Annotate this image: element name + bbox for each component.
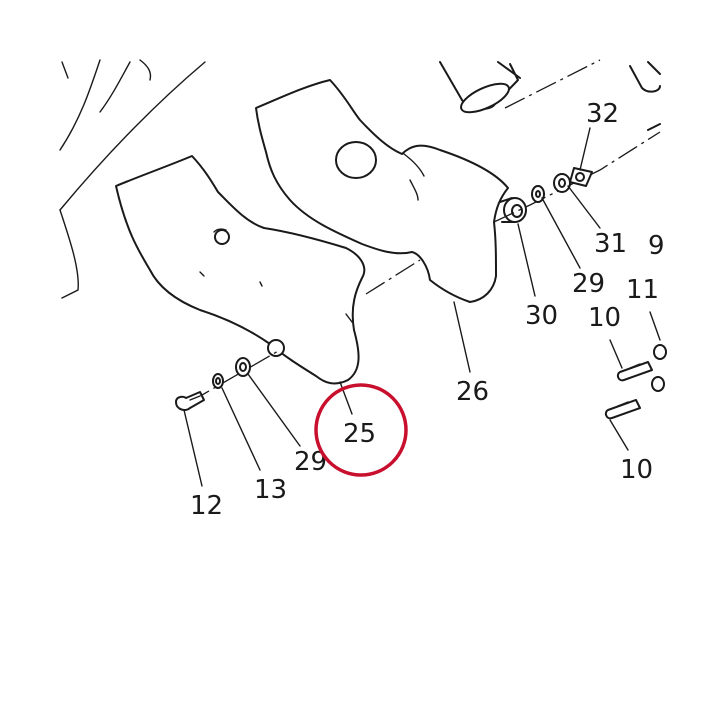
callout-26: 26 xyxy=(456,377,489,407)
bolt-10-top xyxy=(616,361,653,382)
right-bolts-10 xyxy=(604,344,667,420)
right-fastener-stack xyxy=(531,123,661,203)
callout-10-top: 10 xyxy=(588,303,621,333)
part-26-hole xyxy=(335,141,377,179)
part-25-small-hole xyxy=(214,229,230,245)
part-26-rear-cover xyxy=(255,79,527,303)
callout-12: 12 xyxy=(190,491,223,521)
left-fastener-stack xyxy=(175,357,251,411)
callout-9: 9 xyxy=(648,231,665,261)
callout-25: 25 xyxy=(343,419,376,449)
callout-11: 11 xyxy=(626,275,659,305)
frame-background-lines xyxy=(59,59,206,299)
callout-labels: 32 31 29 30 26 25 29 13 12 11 10 10 9 xyxy=(190,99,665,521)
callout-32: 32 xyxy=(586,99,619,129)
top-cylinder-part xyxy=(439,59,661,114)
callout-13: 13 xyxy=(254,475,287,505)
highlight-circle-25 xyxy=(314,383,408,477)
bolt-10-bottom xyxy=(604,399,641,420)
part-25-front-cover xyxy=(115,155,366,385)
callout-30: 30 xyxy=(525,301,558,331)
callout-29-right: 29 xyxy=(572,269,605,299)
bolt-12 xyxy=(175,391,205,411)
callout-10-bottom: 10 xyxy=(620,455,653,485)
callout-31: 31 xyxy=(594,229,627,259)
callout-leader-lines xyxy=(183,127,661,487)
